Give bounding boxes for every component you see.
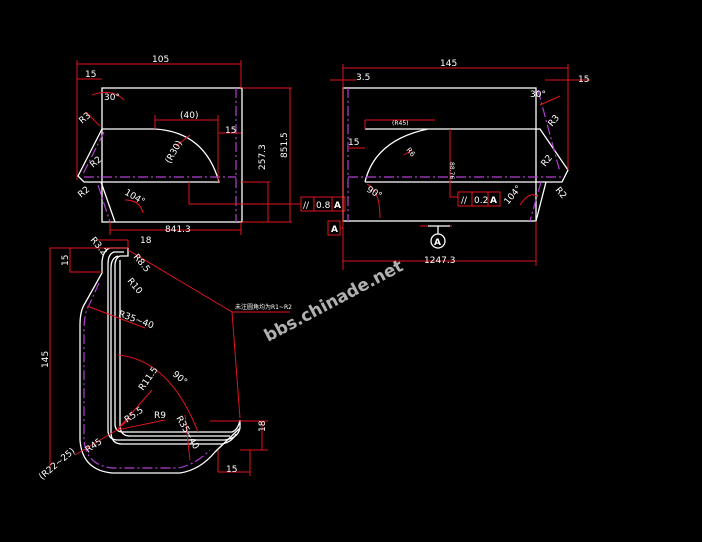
view-1-section: 105 15 30° R3 R2 R2 (40) 15 (R30) 104° 2… bbox=[76, 55, 346, 235]
parallelism-symbol: // bbox=[461, 196, 468, 206]
dim-r3-2: R3.2 bbox=[88, 236, 109, 258]
view1-centerlines bbox=[81, 88, 237, 223]
dim-145: 145 bbox=[41, 351, 51, 368]
dim-vertical: 88.76 bbox=[448, 162, 455, 179]
dim-104deg: 104° bbox=[123, 188, 147, 208]
dim-851-5: 851.5 bbox=[280, 132, 290, 158]
tolerance-value: 0.2 bbox=[474, 196, 488, 206]
view2-dimension-lines bbox=[330, 64, 590, 270]
dim-145: 145 bbox=[440, 59, 457, 69]
dim-18: 18 bbox=[140, 236, 152, 246]
dim-r3: R3 bbox=[78, 111, 94, 126]
view2-centerlines bbox=[347, 88, 561, 222]
dim-r3: R3 bbox=[547, 113, 562, 129]
tolerance-value: 0.8 bbox=[316, 201, 331, 211]
feature-control-frame: // 0.8 A bbox=[300, 196, 346, 212]
watermark: bbs.chinade.net bbox=[261, 256, 407, 346]
view2-profile bbox=[364, 128, 569, 222]
dim-r22-25: (R22~25) bbox=[38, 447, 78, 483]
view3-dimension-lines bbox=[49, 239, 290, 476]
dim-r45: (R45) bbox=[392, 120, 409, 127]
dim-257-3: 257.3 bbox=[258, 144, 268, 170]
view-2-section: 145 3.5 15 30° R3 R2 R2 15 (R45) R6 88.7… bbox=[327, 59, 590, 270]
dim-15: 15 bbox=[85, 70, 96, 80]
dim-r9: R9 bbox=[154, 411, 166, 421]
datum-label: A bbox=[434, 238, 441, 248]
dim-105: 105 bbox=[152, 55, 169, 65]
datum-a-marker: A bbox=[428, 225, 450, 249]
dim-r30: (R30) bbox=[164, 139, 185, 165]
dim-15: 15 bbox=[348, 138, 359, 148]
dim-841-3: 841.3 bbox=[165, 225, 191, 235]
dim-r10: R10 bbox=[125, 277, 144, 297]
dim-r2: R2 bbox=[540, 153, 555, 169]
dim-r8-5: R8.5 bbox=[131, 253, 152, 275]
datum-label: A bbox=[331, 225, 338, 235]
dim-30deg: 30° bbox=[104, 93, 120, 103]
datum-ref: A bbox=[490, 196, 497, 206]
dim-1247-3: 1247.3 bbox=[424, 256, 456, 266]
dim-18: 18 bbox=[258, 420, 268, 432]
view1-dimension-lines bbox=[76, 60, 301, 235]
dim-30deg: 30° bbox=[530, 90, 546, 100]
dim-3-5: 3.5 bbox=[356, 73, 370, 83]
dim-15: 15 bbox=[61, 255, 71, 266]
dim-r35-40: R35~40 bbox=[173, 415, 200, 452]
dim-90deg: 90° bbox=[170, 370, 189, 388]
dim-r5-5: R5.5 bbox=[123, 405, 146, 425]
dim-r2: R2 bbox=[77, 185, 93, 200]
dim-r6: R6 bbox=[404, 146, 416, 159]
datum-ref: A bbox=[334, 201, 341, 211]
dim-40: (40) bbox=[180, 111, 198, 121]
dim-15: 15 bbox=[226, 465, 237, 475]
parallelism-symbol: // bbox=[303, 201, 310, 211]
outer-contour bbox=[79, 247, 241, 474]
dim-r35-40: R35~40 bbox=[117, 309, 155, 331]
view1-outline bbox=[101, 87, 243, 223]
left-datum-marker: A bbox=[327, 220, 343, 236]
view1-profile bbox=[77, 128, 220, 223]
dim-90deg: 90° bbox=[365, 185, 384, 202]
dim-15: 15 bbox=[225, 126, 236, 136]
view-3-profile: R3.2 18 15 R8.5 R10 R35~40 145 90° R11.5… bbox=[38, 236, 293, 483]
dim-r11-5: R11.5 bbox=[137, 365, 160, 392]
annotation-note: 未注圆角均为R1~R2 bbox=[235, 303, 292, 311]
dim-r2: R2 bbox=[553, 186, 568, 202]
view3-centerline bbox=[83, 282, 211, 469]
feature-control-frame: // 0.2 A bbox=[457, 191, 501, 207]
dim-15: 15 bbox=[578, 75, 589, 85]
